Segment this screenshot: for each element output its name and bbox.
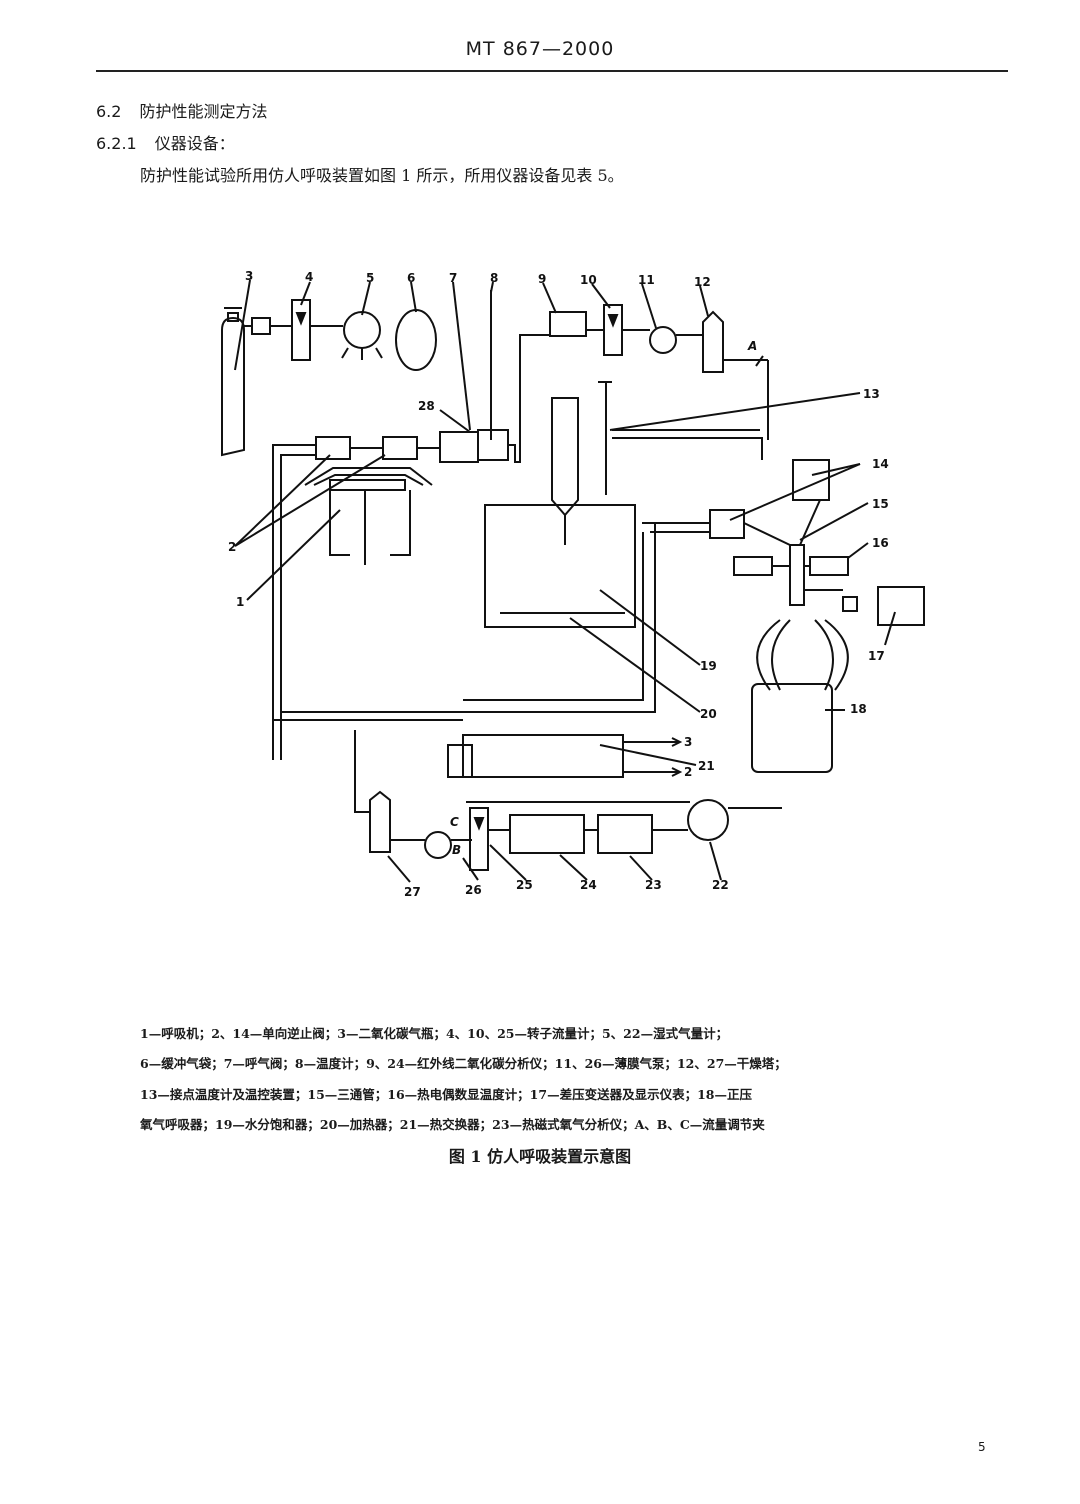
- label-C: C: [450, 815, 459, 829]
- wet-gas-meter-5: [341, 311, 383, 360]
- label-24: 24: [580, 878, 597, 892]
- flowmeter-25: [469, 807, 489, 871]
- label-10: 10: [580, 273, 597, 287]
- flow-mark-3: 3: [684, 735, 692, 749]
- body-paragraph: 防护性能试验所用仿人呼吸装置如图 1 所示，所用仪器设备见表 5。: [140, 166, 624, 185]
- section-title: 防护性能测定方法: [139, 102, 268, 121]
- caption-line: 6—缓冲气袋；7—呼气阀；8—温度计；9、24—红外线二氧化碳分析仪；11、26…: [140, 1056, 787, 1071]
- dryer-27: [369, 790, 391, 853]
- breathing-apparatus-diagram: 3 4 5 6 7 8 9 10 11 12 13 14 15 16 17 18…: [221, 269, 925, 899]
- label-9: 9: [538, 272, 546, 286]
- section-heading-6-2: 6.2 防护性能测定方法: [96, 98, 267, 122]
- label-5: 5: [366, 271, 374, 285]
- page-header: MT 867—2000: [465, 38, 615, 60]
- label-A: A: [747, 339, 757, 353]
- label-4: 4: [305, 270, 313, 284]
- label-21: 21: [698, 759, 715, 773]
- label-28: 28: [418, 399, 435, 413]
- label-15: 15: [872, 497, 889, 511]
- diaphragm-pump-26: [424, 831, 452, 859]
- flowmeter-4: [291, 299, 311, 361]
- label-16: 16: [872, 536, 889, 550]
- label-11: 11: [638, 273, 655, 287]
- page-number: 5: [978, 1440, 986, 1454]
- heat-exchanger-21: [462, 734, 624, 778]
- label-3: 3: [245, 269, 253, 283]
- section-number: 6.2.1: [96, 134, 137, 153]
- label-17: 17: [868, 649, 885, 663]
- label-7: 7: [449, 271, 457, 285]
- co2-analyzer-24: [509, 814, 585, 854]
- caption-line: 1—呼吸机；2、14—单向逆止阀；3—二氧化碳气瓶；4、10、25—转子流量计；…: [140, 1026, 729, 1041]
- co2-analyzer-9: [549, 311, 587, 337]
- section-number: 6.2: [96, 102, 122, 121]
- breathing-machine-1: [304, 467, 433, 565]
- label-2: 2: [228, 540, 236, 554]
- label-14: 14: [872, 457, 889, 471]
- oxygen-analyzer-23: [597, 814, 653, 854]
- pressure-display-17: [877, 586, 925, 626]
- label-23: 23: [645, 878, 662, 892]
- caption-line: 13—接点温度计及温控装置；15—三通管；16—热电偶数显温度计；17—差压变送…: [140, 1087, 752, 1102]
- oxygen-breather-18: [751, 683, 833, 773]
- label-27: 27: [404, 885, 421, 899]
- flowmeter-10: [603, 304, 623, 356]
- co2-cylinder: [221, 307, 245, 457]
- label-12: 12: [694, 275, 711, 289]
- figure-title: 图 1 仿人呼吸装置示意图: [448, 1147, 632, 1166]
- buffer-bag-6: [395, 309, 437, 371]
- label-26: 26: [465, 883, 482, 897]
- label-18: 18: [850, 702, 867, 716]
- label-6: 6: [407, 271, 415, 285]
- flow-mark-2: 2: [684, 765, 692, 779]
- label-8: 8: [490, 271, 498, 285]
- diaphragm-pump-11: [649, 326, 677, 354]
- label-25: 25: [516, 878, 533, 892]
- label-22: 22: [712, 878, 729, 892]
- label-1: 1: [236, 595, 244, 609]
- label-B: B: [452, 843, 461, 857]
- water-saturator-19: [484, 504, 636, 628]
- section-heading-6-2-1: 6.2.1 仪器设备：: [96, 130, 235, 154]
- label-13: 13: [863, 387, 880, 401]
- wet-gas-meter-22: [687, 799, 729, 841]
- header-rule: [96, 70, 1008, 72]
- label-20: 20: [700, 707, 717, 721]
- label-19: 19: [700, 659, 717, 673]
- section-title: 仪器设备：: [154, 134, 235, 153]
- dryer-12: [702, 310, 724, 373]
- caption-line: 氧气呼吸器；19—水分饱和器；20—加热器；21—热交换器；23—热磁式氧气分析…: [140, 1117, 765, 1132]
